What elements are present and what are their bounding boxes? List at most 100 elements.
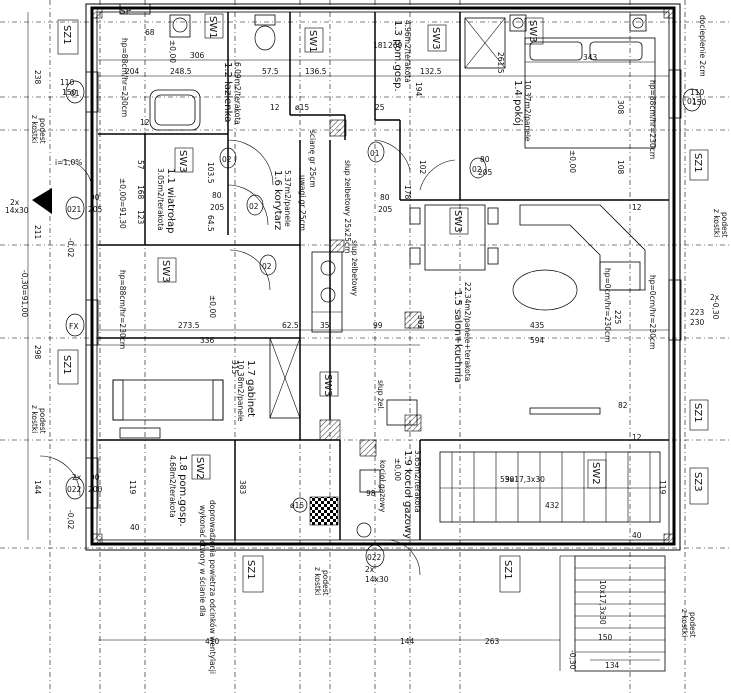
svg-text:SZ1: SZ1 — [692, 403, 703, 423]
svg-text:SZ3: SZ3 — [692, 472, 703, 492]
svg-text:99: 99 — [373, 321, 383, 330]
svg-text:103.5: 103.5 — [206, 162, 215, 184]
svg-text:25: 25 — [375, 103, 385, 112]
outer-walls — [85, 3, 681, 551]
svg-text:64.5: 64.5 — [206, 215, 215, 232]
svg-text:181: 181 — [373, 41, 388, 50]
room-1-1-label: 1.1 wiatrołap — [165, 168, 176, 233]
svg-text:35: 35 — [320, 321, 330, 330]
furniture — [112, 14, 656, 538]
svg-text:±0,00: ±0,00 — [568, 150, 577, 173]
svg-text:słup żel.: słup żel. — [376, 380, 385, 411]
svg-text:150: 150 — [62, 88, 77, 97]
svg-text:ø15: ø15 — [295, 103, 309, 112]
svg-text:z kostki: z kostki — [313, 567, 322, 595]
svg-text:podest: podest — [720, 212, 729, 238]
svg-text:SW2: SW2 — [590, 462, 601, 485]
room-1-3-label: 1.3 pom.gosp. — [392, 20, 403, 92]
svg-text:hp=0cm/hr=230cm: hp=0cm/hr=230cm — [603, 268, 612, 342]
svg-text:-0,30: -0,30 — [568, 650, 577, 670]
svg-text:12: 12 — [632, 433, 642, 442]
svg-text:302: 302 — [416, 315, 425, 330]
svg-text:2x: 2x — [10, 198, 20, 207]
svg-text:9x17,3x30: 9x17,3x30 — [505, 475, 545, 484]
svg-text:SW3: SW3 — [527, 20, 538, 43]
svg-text:±0,00=91,30: ±0,00=91,30 — [118, 178, 127, 229]
svg-text:SW3: SW3 — [322, 374, 333, 397]
svg-text:144: 144 — [33, 480, 42, 495]
svg-text:12: 12 — [140, 118, 150, 127]
svg-text:269: 269 — [388, 41, 403, 50]
room-1-5-label: 1.5 salon+kuchnia — [452, 290, 463, 383]
dimensions: 306 248.5 57.5 136.5 132.5 343 181 269 2… — [5, 12, 720, 670]
svg-text:82: 82 — [618, 401, 628, 410]
svg-text:SW3: SW3 — [177, 150, 188, 173]
svg-text:3.65m2/terakota: 3.65m2/terakota — [413, 450, 422, 513]
stairs-interior — [439, 451, 661, 523]
svg-text:136.5: 136.5 — [305, 67, 327, 76]
svg-text:02: 02 — [222, 155, 232, 164]
svg-text:021: 021 — [67, 205, 82, 214]
svg-text:SW1: SW1 — [307, 30, 318, 53]
element-codes: SZ1 SZ1 SZ1 SZ1 SZ3 SZ1 SZ1 SW1 SW1 SW3 … — [57, 7, 709, 593]
svg-text:205: 205 — [378, 205, 393, 214]
svg-text:383: 383 — [238, 480, 247, 495]
svg-text:SW2: SW2 — [194, 457, 205, 480]
svg-text:211: 211 — [33, 225, 42, 240]
svg-text:263: 263 — [485, 637, 500, 646]
svg-text:±0,00: ±0,00 — [393, 458, 402, 481]
svg-text:hp=0cm/hr=230cm: hp=0cm/hr=230cm — [648, 275, 657, 349]
interior-walls — [98, 12, 669, 540]
svg-text:±0,00: ±0,00 — [168, 40, 177, 63]
svg-text:62.5: 62.5 — [282, 321, 299, 330]
svg-text:10x17,3x30: 10x17,3x30 — [598, 580, 607, 625]
svg-text:22.34m2/panele+terakota: 22.34m2/panele+terakota — [463, 282, 472, 381]
svg-text:ø15: ø15 — [290, 501, 304, 510]
svg-text:słup żelbetowy 25x25cm: słup żelbetowy 25x25cm — [343, 160, 352, 253]
svg-text:hp=88cm/hr=230cm: hp=88cm/hr=230cm — [120, 38, 129, 117]
svg-text:10.37m2/panele: 10.37m2/panele — [523, 80, 532, 142]
svg-text:2x: 2x — [710, 293, 720, 302]
svg-text:02: 02 — [262, 262, 272, 271]
svg-text:docieplenie 2cm: docieplenie 2cm — [698, 15, 707, 77]
svg-text:słup żelbetowy: słup żelbetowy — [350, 240, 359, 297]
svg-text:57: 57 — [136, 160, 145, 170]
svg-text:123: 123 — [136, 210, 145, 225]
svg-text:90: 90 — [90, 193, 100, 202]
svg-text:261.5: 261.5 — [496, 52, 505, 74]
svg-text:5.37m2/panele: 5.37m2/panele — [283, 170, 292, 227]
svg-text:02: 02 — [249, 202, 259, 211]
room-1-8-label: 1.8 pom.gosp. — [177, 455, 188, 527]
svg-text:90: 90 — [90, 473, 100, 482]
svg-text:-0,02: -0,02 — [66, 238, 75, 258]
svg-text:248.5: 248.5 — [170, 67, 192, 76]
svg-text:225: 225 — [613, 310, 622, 325]
svg-text:-0,02: -0,02 — [66, 510, 75, 530]
svg-text:432: 432 — [545, 501, 560, 510]
room-1-7-label: 1.7 gabinet — [245, 360, 256, 417]
svg-text:SW3: SW3 — [160, 260, 171, 283]
svg-text:SZ1: SZ1 — [61, 355, 72, 375]
svg-text:102: 102 — [418, 160, 427, 175]
stairs-exterior — [559, 555, 666, 672]
svg-text:273.5: 273.5 — [178, 321, 200, 330]
svg-text:343: 343 — [583, 53, 598, 62]
svg-text:205: 205 — [88, 205, 103, 214]
svg-text:144: 144 — [400, 637, 415, 646]
svg-text:230: 230 — [690, 318, 705, 327]
svg-text:132.5: 132.5 — [420, 67, 442, 76]
svg-text:80: 80 — [380, 193, 390, 202]
svg-text:z kostki: z kostki — [30, 115, 39, 143]
svg-text:150: 150 — [598, 633, 613, 642]
svg-text:336: 336 — [200, 336, 215, 345]
svg-text:wykonać otwory w ścianie dla: wykonać otwory w ścianie dla — [198, 505, 207, 617]
room-1-4-label: 1.4 pokój — [512, 80, 524, 126]
svg-text:01: 01 — [370, 149, 380, 158]
svg-text:306: 306 — [190, 51, 205, 60]
svg-text:110: 110 — [60, 78, 75, 87]
svg-text:01: 01 — [70, 89, 80, 98]
svg-text:2x: 2x — [365, 565, 375, 574]
svg-text:SZ1: SZ1 — [692, 153, 703, 173]
svg-text:238: 238 — [33, 70, 42, 85]
